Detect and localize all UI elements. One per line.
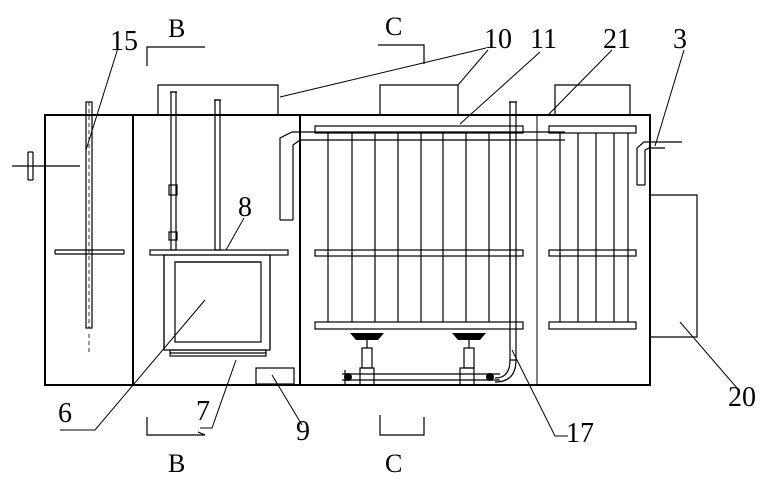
section-c-top: C <box>385 12 402 41</box>
section-markers <box>146 44 425 436</box>
aerator-assembly <box>342 333 500 386</box>
label-3: 3 <box>673 24 687 55</box>
label-11: 11 <box>530 24 557 55</box>
label-20: 20 <box>728 382 756 413</box>
tank-outline <box>44 114 651 386</box>
return-pipe <box>494 101 517 383</box>
top-covers <box>157 84 631 115</box>
section-b-bottom: B <box>168 449 185 478</box>
elbow-pipe-left <box>279 131 565 221</box>
section-b-top: B <box>168 14 185 43</box>
filter-frame <box>149 91 295 385</box>
plate-rack-right <box>548 125 637 330</box>
label-21: 21 <box>603 24 631 55</box>
label-10: 10 <box>484 24 512 55</box>
leader-lines <box>60 47 738 437</box>
section-c-bottom: C <box>385 449 402 478</box>
label-15: 15 <box>110 26 138 57</box>
labels: 15 10 11 21 3 8 6 7 9 17 20 B B C C <box>58 12 756 478</box>
inlet-pipe <box>12 151 80 181</box>
label-8: 8 <box>238 192 252 223</box>
label-6: 6 <box>58 398 72 429</box>
plate-rack-main <box>314 125 524 330</box>
label-17: 17 <box>566 418 594 449</box>
outlet-pipe <box>636 141 682 186</box>
label-9: 9 <box>296 416 310 447</box>
side-box <box>650 194 698 338</box>
label-7: 7 <box>196 396 210 427</box>
